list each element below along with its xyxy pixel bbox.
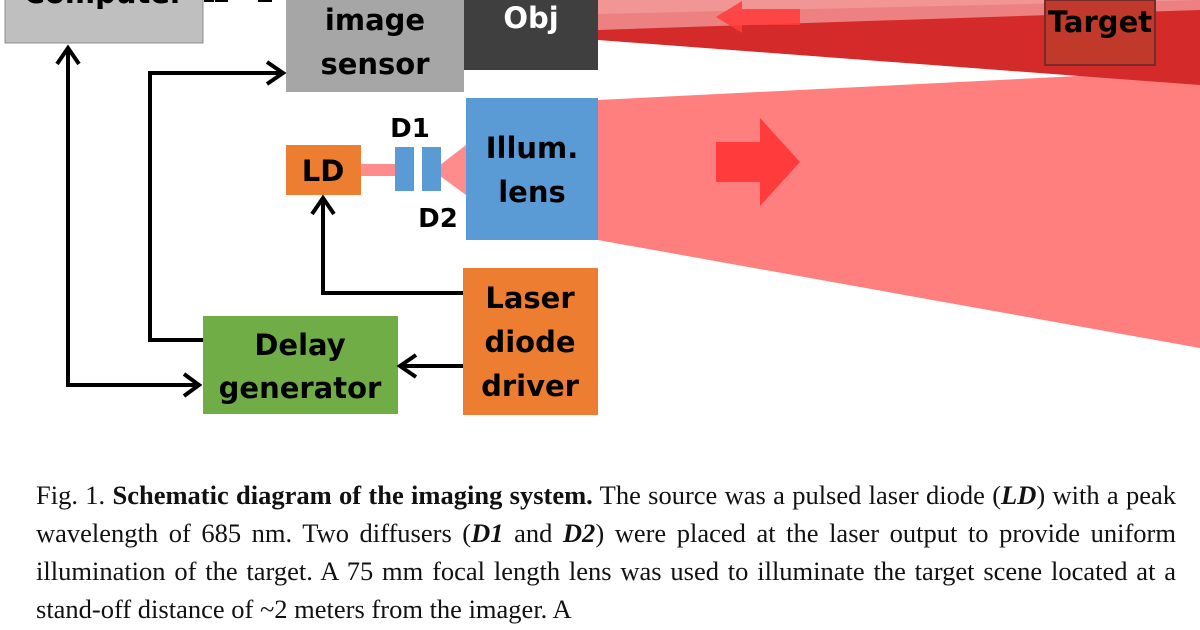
illumination-beam [598,70,1200,348]
computer-label: Computer [24,0,185,10]
obj-box [464,0,598,70]
computer-box [4,0,204,44]
sensor-arrowhead [265,60,287,86]
ld-arrowhead [310,194,336,216]
diffuser-d2 [422,147,441,191]
target-label: Target [1048,5,1152,39]
caption-title: Schematic diagram of the imaging system. [112,480,593,510]
driver-to-ld-arrow [321,201,463,295]
ld-label: LD [302,154,345,188]
laser-diode-driver-box [463,268,598,415]
delay-to-sensor-arrow [148,71,280,342]
delay-generator-label-line1: Delay [254,328,345,362]
caption-text-1: The source was a pulsed laser diode ( [592,480,1002,510]
illum-lens-box [466,98,598,240]
delay-generator-label-line2: generator [219,371,382,405]
laser-cone [440,145,466,195]
diffuser-d1 [395,147,414,191]
computer-arrowhead [55,44,81,66]
delay-arrowhead-right [396,353,418,379]
delay-generator-box [203,316,398,414]
illumination-arrow [716,118,800,206]
caption-text-3: and [503,518,563,548]
ld-box [286,145,361,195]
driver-label-line1: Laser [485,281,575,315]
illum-lens-label-line2: lens [498,175,566,209]
delay-to-computer-arrow [66,50,196,387]
return-arrow [716,1,800,33]
figure-caption: Fig. 1. Schematic diagram of the imaging… [36,476,1176,628]
image-sensor-label-line2: sensor [320,47,430,81]
caption-d2: D2 [562,518,596,548]
delay-arrowhead-left [182,372,203,398]
driver-label-line2: diode [484,325,575,359]
d2-label: D2 [418,204,458,234]
obj-label: Obj [503,1,558,35]
target-box [1044,0,1156,66]
caption-text-2: ) with a peak wavelength of 685 nm. Two … [36,480,1176,548]
caption-fig-label: Fig. 1. [36,480,113,510]
system-schematic-diagram: Target Computer image sensor Obj LD D1 D… [4,0,1200,415]
caption-ld: LD [1001,480,1037,510]
image-sensor-box [286,0,464,92]
laser-line [361,164,401,176]
d1-label: D1 [390,114,430,144]
driver-label-line3: driver [481,369,580,403]
caption-d1: D1 [471,518,504,548]
image-sensor-label-line1: image [325,3,425,37]
caption-text-4: ) were placed at the laser output to pro… [36,518,1176,624]
illum-lens-label-line1: Illum. [486,131,579,165]
